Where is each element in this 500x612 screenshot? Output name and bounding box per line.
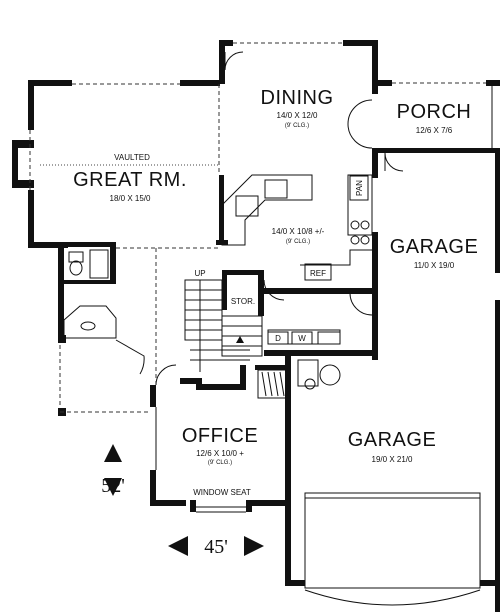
dining-name: DINING — [261, 87, 334, 109]
great-note: VAULTED — [114, 153, 150, 162]
porch-name: PORCH — [397, 101, 472, 123]
room-garage-1: GARAGE 11/0 X 19/0 — [390, 236, 479, 270]
washer-label: W — [298, 334, 306, 343]
great-name: GREAT RM. — [73, 169, 187, 191]
garage2-dims: 19/0 X 21/0 — [372, 455, 413, 464]
up-label: UP — [194, 269, 205, 278]
dryer-label: D — [275, 334, 281, 343]
left-arrow-icon — [168, 536, 188, 556]
room-garage-2: GARAGE 19/0 X 21/0 — [348, 429, 437, 464]
overall-depth: 52' — [101, 444, 125, 497]
walls — [12, 40, 500, 612]
room-kitchen: 14/0 X 10/8 +/- (9' CLG.) — [272, 227, 325, 245]
overall-width-label: 45' — [204, 536, 228, 558]
down-arrow-icon — [104, 478, 122, 496]
room-great: VAULTED GREAT RM. 18/0 X 15/0 — [73, 153, 187, 203]
overall-width: 45' — [168, 536, 264, 558]
right-arrow-icon — [244, 536, 264, 556]
office-ceiling: (9' CLG.) — [208, 460, 232, 466]
porch-dims: 12/6 X 7/6 — [416, 126, 453, 135]
refrigerator-label: REF — [310, 269, 326, 278]
room-office: OFFICE 12/6 X 10/0 + (9' CLG.) WINDOW SE… — [182, 425, 258, 497]
office-dims: 12/6 X 10/0 + — [196, 449, 244, 458]
interior-lines — [29, 42, 493, 606]
garage1-dims: 11/0 X 19/0 — [414, 261, 455, 270]
fixture-labels: UP STOR. REF PAN D W — [194, 180, 364, 343]
office-name: OFFICE — [182, 425, 258, 447]
great-dims: 18/0 X 15/0 — [110, 194, 151, 203]
up-arrow-icon — [104, 444, 122, 462]
kitchen-dims: 14/0 X 10/8 +/- — [272, 227, 325, 236]
room-porch: PORCH 12/6 X 7/6 — [397, 101, 472, 135]
storage-label: STOR. — [231, 297, 255, 306]
garage1-name: GARAGE — [390, 236, 479, 258]
garage2-name: GARAGE — [348, 429, 437, 451]
dining-dims: 14/0 X 12/0 — [277, 111, 318, 120]
dining-ceiling: (9' CLG.) — [285, 123, 309, 129]
room-dining: DINING 14/0 X 12/0 (9' CLG.) — [261, 87, 334, 129]
kitchen-ceiling: (9' CLG.) — [286, 239, 310, 245]
window-seat-label: WINDOW SEAT — [193, 488, 251, 497]
pantry-label: PAN — [355, 180, 364, 196]
